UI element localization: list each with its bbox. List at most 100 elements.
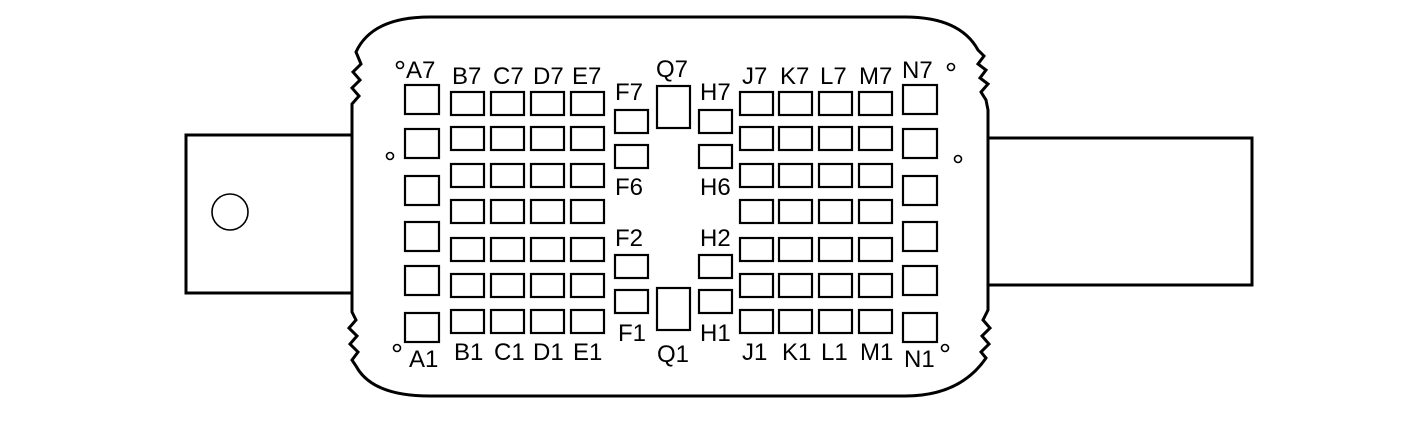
label-f2: F2 — [615, 225, 643, 252]
cavity-b2 — [449, 272, 486, 299]
label-q1: Q1 — [657, 341, 689, 368]
cavity-k5 — [777, 162, 814, 189]
cavity-a3 — [403, 264, 441, 297]
cavity-m4 — [857, 198, 894, 225]
cavity-grid — [403, 83, 939, 344]
cavity-d2 — [529, 272, 566, 299]
cavity-b5 — [449, 162, 486, 189]
cavity-m3 — [857, 236, 894, 263]
cavity-m7 — [857, 90, 894, 117]
cavity-h2 — [697, 253, 734, 280]
cavity-a2 — [403, 311, 441, 344]
cavity-e4 — [569, 198, 606, 225]
cavity-j5 — [738, 162, 775, 189]
cavity-f2 — [613, 253, 650, 280]
cavity-e6 — [569, 125, 606, 152]
label-m7: M7 — [859, 63, 892, 90]
label-b7: B7 — [452, 63, 481, 90]
label-b1: B1 — [454, 339, 483, 366]
label-e7: E7 — [572, 63, 601, 90]
index-dot — [392, 343, 402, 353]
index-dot — [395, 60, 405, 70]
cavity-h6 — [697, 143, 734, 170]
label-j1: J1 — [742, 339, 767, 366]
index-dot — [385, 151, 395, 161]
cavity-a6 — [403, 127, 441, 160]
cavity-j4 — [738, 198, 775, 225]
cavity-j1 — [738, 308, 775, 335]
cavity-m1 — [857, 308, 894, 335]
index-dot — [953, 154, 963, 164]
cavity-b1 — [449, 308, 486, 335]
cavity-c1 — [489, 308, 526, 335]
cavity-d1 — [529, 308, 566, 335]
cavity-d3 — [529, 236, 566, 263]
label-k7: K7 — [780, 63, 809, 90]
cavity-l2 — [817, 272, 854, 299]
label-c1: C1 — [494, 339, 525, 366]
label-d1: D1 — [533, 339, 564, 366]
cavity-q1 — [655, 286, 692, 332]
label-l1: L1 — [821, 339, 848, 366]
label-c7: C7 — [493, 63, 524, 90]
label-h1: H1 — [700, 320, 731, 347]
cavity-c2 — [489, 272, 526, 299]
label-q7: Q7 — [656, 56, 688, 83]
cavity-n4 — [901, 220, 939, 253]
label-l7: L7 — [820, 63, 847, 90]
cavity-k6 — [777, 125, 814, 152]
cavity-f1 — [613, 288, 650, 315]
cavity-k3 — [777, 236, 814, 263]
cavity-c5 — [489, 162, 526, 189]
cavity-l6 — [817, 125, 854, 152]
cavity-f7 — [613, 108, 650, 135]
cavity-d5 — [529, 162, 566, 189]
cavity-k4 — [777, 198, 814, 225]
label-f6: F6 — [615, 174, 643, 201]
cavity-q7 — [655, 84, 692, 130]
cavity-h7 — [697, 108, 734, 135]
cavity-c7 — [489, 90, 526, 117]
cavity-n7 — [901, 83, 939, 116]
label-f7: F7 — [615, 79, 643, 106]
cavity-e5 — [569, 162, 606, 189]
cavity-b3 — [449, 236, 486, 263]
cavity-a7 — [403, 83, 441, 116]
cavity-l1 — [817, 308, 854, 335]
cavity-b6 — [449, 125, 486, 152]
index-dot — [946, 62, 956, 72]
cavity-k7 — [777, 90, 814, 117]
cavity-m2 — [857, 272, 894, 299]
label-n7: N7 — [902, 57, 933, 84]
cavity-n3 — [901, 264, 939, 297]
cavity-j2 — [738, 272, 775, 299]
index-dot — [940, 343, 950, 353]
cavity-l7 — [817, 90, 854, 117]
label-h2: H2 — [700, 225, 731, 252]
cavity-e3 — [569, 236, 606, 263]
cavity-n6 — [901, 127, 939, 160]
cavity-l3 — [817, 236, 854, 263]
label-h6: H6 — [700, 174, 731, 201]
cavity-a5 — [403, 174, 441, 207]
label-d7: D7 — [533, 63, 564, 90]
cavity-f6 — [613, 143, 650, 170]
cavity-l5 — [817, 162, 854, 189]
cavity-a4 — [403, 220, 441, 253]
cavity-d7 — [529, 90, 566, 117]
cavity-l4 — [817, 198, 854, 225]
label-m1: M1 — [860, 339, 893, 366]
cavity-h1 — [697, 288, 734, 315]
label-a7: A7 — [406, 57, 435, 84]
cavity-e1 — [569, 308, 606, 335]
label-a1: A1 — [409, 346, 438, 373]
mounting-hole — [211, 193, 249, 231]
cavity-d6 — [529, 125, 566, 152]
cavity-k1 — [777, 308, 814, 335]
cavity-j7 — [738, 90, 775, 117]
label-h7: H7 — [700, 79, 731, 106]
cavity-c6 — [489, 125, 526, 152]
cavity-k2 — [777, 272, 814, 299]
right-mounting-tab — [976, 136, 1254, 287]
